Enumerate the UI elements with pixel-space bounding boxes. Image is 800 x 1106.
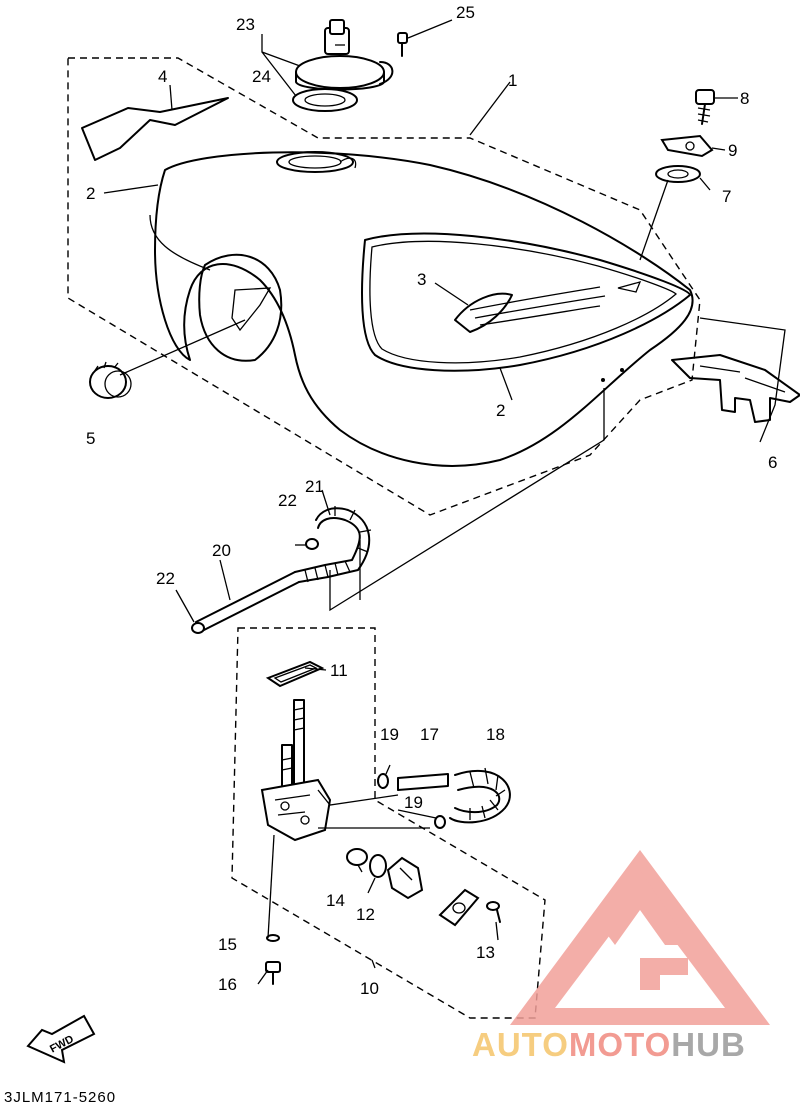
clip-22a: [305, 538, 319, 550]
callout-25: 25: [456, 3, 475, 22]
callout-23: 23: [236, 15, 255, 34]
cap-screw: [397, 32, 408, 57]
callout-19b: 19: [404, 793, 423, 812]
rear-bracket: [671, 354, 800, 423]
callout-14: 14: [326, 891, 345, 910]
watermark-hub: HUB: [671, 1026, 746, 1063]
bolt-8: [695, 89, 715, 125]
watermark-auto: AUTO: [472, 1026, 569, 1063]
tank-assembly-boundary: [67, 57, 701, 516]
fwd-arrow: FWD: [26, 1014, 96, 1064]
screw-13: [486, 901, 501, 923]
strainer-gasket: [265, 660, 325, 688]
diagram-code: 3JLM171-5260: [4, 1089, 116, 1106]
cock-lever: [386, 856, 424, 900]
pipe-17: [397, 773, 449, 791]
cock-cover: [438, 888, 480, 927]
grommet-5: [89, 361, 132, 399]
svg-text:AUTOMOTOHUB: AUTOMOTOHUB: [472, 1026, 746, 1063]
washer-15: [266, 934, 280, 942]
callout-15: 15: [218, 935, 237, 954]
callout-2b: 2: [496, 401, 505, 420]
callout-19a: 19: [380, 725, 399, 744]
callout-3: 3: [417, 270, 426, 289]
o-ring-12: [369, 854, 387, 878]
callout-13: 13: [476, 943, 495, 962]
hose-18: [449, 767, 511, 824]
callout-22a: 22: [278, 491, 297, 510]
fuel-tank: [149, 151, 694, 467]
bolt-16: [265, 961, 281, 985]
callout-24: 24: [252, 67, 271, 86]
callout-21: 21: [305, 477, 324, 496]
callout-17: 17: [420, 725, 439, 744]
tank-emblem: [81, 97, 229, 161]
pipe-20: [195, 571, 300, 633]
callout-18: 18: [486, 725, 505, 744]
watermark-triangle-icon: [510, 850, 770, 1025]
watermark-logo: AUTOMOTOHUB: [472, 850, 770, 1063]
clip-19a: [377, 773, 389, 789]
cap-gasket: [292, 88, 358, 112]
callout-2a: 2: [86, 184, 95, 203]
callout-numbers: 1 2 2 3 4 5 6 7 8 9 10 11 12 13 14 15 16…: [86, 3, 777, 998]
plate-14: [346, 848, 368, 866]
fuel-cock: [260, 699, 332, 842]
watermark-moto: MOTO: [569, 1026, 671, 1063]
fuel-cock-boundary: [231, 627, 546, 1019]
clip-22b: [191, 622, 205, 634]
callout-9: 9: [728, 141, 737, 160]
callout-16: 16: [218, 975, 237, 994]
collar-9: [660, 134, 714, 158]
leader-lines: [103, 19, 786, 985]
damper-7: [655, 165, 701, 183]
callout-12: 12: [356, 905, 375, 924]
callout-20: 20: [212, 541, 231, 560]
fuel-cap: [295, 19, 394, 91]
callout-10: 10: [360, 979, 379, 998]
callout-6: 6: [768, 453, 777, 472]
hose-21: [294, 506, 372, 583]
callout-11: 11: [330, 661, 348, 680]
callout-22b: 22: [156, 569, 175, 588]
callout-1: 1: [508, 71, 517, 90]
clip-19b: [434, 815, 446, 829]
callout-4: 4: [158, 67, 167, 86]
callout-5: 5: [86, 429, 95, 448]
callout-7: 7: [722, 187, 731, 206]
callout-8: 8: [740, 89, 749, 108]
